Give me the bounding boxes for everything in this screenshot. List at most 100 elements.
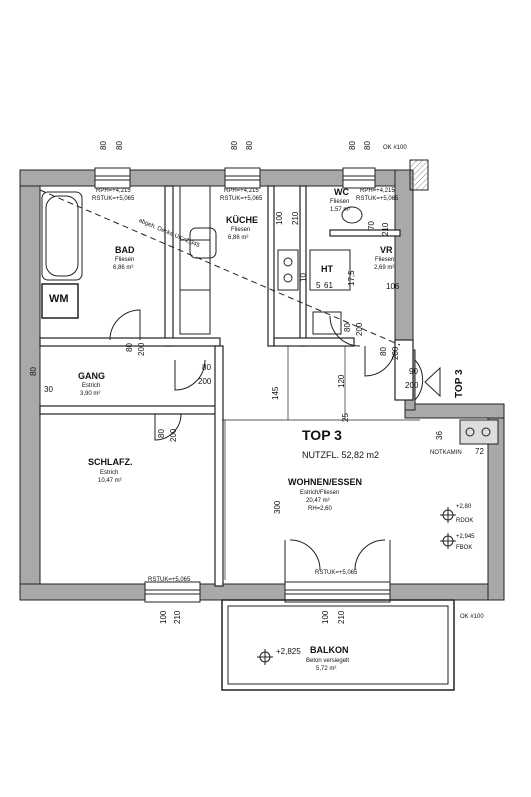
door-entry: [414, 359, 424, 401]
dim-top-80d: 80: [245, 141, 254, 150]
dim-schlaf-80: 80: [157, 429, 166, 438]
balcony-inner: [227, 605, 449, 685]
room-floor-vr: Fliesen: [375, 257, 395, 263]
ceiling-line: [39, 189, 401, 346]
room-area-bad: 6,86 m²: [113, 265, 134, 271]
dimension-lines: [222, 346, 420, 580]
windows: [94, 167, 391, 603]
window-wohnen: [284, 581, 391, 603]
room-area-schlafz: 10,47 m²: [98, 478, 122, 484]
room-name-gang: GANG: [78, 371, 105, 381]
apartment-area: NUTZFL. 52,82 m2: [302, 450, 380, 460]
wall-bad-kueche: [164, 185, 174, 347]
level-markers: [257, 507, 456, 665]
dim-top-80f: 80: [363, 141, 372, 150]
dim-wc-17-5: 17,5: [347, 270, 356, 286]
interior-walls: [39, 185, 414, 587]
room-area-wc: 1,57 m²: [330, 207, 351, 213]
wall-gang-schlaf: [39, 405, 221, 415]
dim-300: 300: [273, 500, 282, 514]
rstuk-kueche: RSTUK=+5,065: [220, 196, 263, 202]
dim-145: 145: [271, 386, 280, 400]
dim-top-80e: 80: [348, 141, 357, 150]
window-schlafz: [144, 581, 201, 603]
room-name-schlafz: SCHLAFZ.: [88, 457, 133, 467]
wall-bad-gang: [39, 337, 221, 347]
dim-vr-61: 61: [324, 281, 333, 290]
fbok-val: +2,945: [456, 534, 475, 540]
dim-wc-210: 210: [381, 222, 390, 236]
bathtub: [41, 191, 83, 281]
dim-gang-200: 200: [198, 377, 212, 386]
corner-hatch: [409, 159, 429, 191]
dim-vr-200: 200: [391, 346, 400, 360]
room-area-wohnen: 20,47 m²: [306, 498, 330, 504]
dim-bal-100a: 100: [159, 610, 168, 624]
door-schlaf: [154, 413, 182, 441]
apartment-name: TOP 3: [302, 427, 342, 443]
dim-bal-210b: 210: [337, 610, 346, 624]
entry-arrow: [424, 366, 441, 398]
dim-bad-80: 80: [125, 343, 134, 352]
dim-kue-10: 10: [299, 273, 308, 282]
toilet: [341, 206, 363, 224]
rph-kueche: RPH=+4,215: [224, 188, 259, 194]
ht-label: HT: [321, 264, 333, 274]
room-floor-balkon: Beton versiegelt: [306, 658, 350, 664]
top3-vertical: TOP 3: [454, 369, 465, 398]
room-area-balkon: 5,72 m²: [316, 666, 337, 672]
kitchen-counter: [179, 185, 211, 335]
dim-gang-80: 80: [202, 363, 211, 372]
wall-left: [19, 169, 41, 599]
wall-vr-right: [394, 339, 414, 401]
room-floor-wc: Fliesen: [330, 199, 350, 205]
wm-label: WM: [49, 293, 69, 305]
rph-wc: RPH=+4,215: [360, 188, 395, 194]
dim-vr-106: 106: [386, 282, 400, 291]
dim-bal-100b: 100: [321, 610, 330, 624]
wall-schlaf-wohnen: [214, 345, 224, 587]
room-floor-schlafz: Estrich: [100, 470, 119, 476]
bathtub-inner: [45, 195, 79, 277]
wall-kueche-bottom: [273, 337, 355, 347]
room-name-wc: WC: [334, 187, 349, 197]
dim-120: 120: [337, 374, 346, 388]
washing-machine: [41, 283, 79, 319]
window-wc: [342, 167, 376, 189]
dim-bad-200: 200: [137, 342, 146, 356]
dim-gang-30: 30: [44, 385, 53, 394]
room-area-kueche: 6,86 m²: [228, 235, 249, 241]
dim-bal-210a: 210: [173, 610, 182, 624]
rstuk-bad: RSTUK=+5,065: [92, 196, 135, 202]
dim-kue-210: 210: [291, 211, 300, 225]
rstuk-wc: RSTUK=+5,065: [356, 196, 399, 202]
dim-top-80a: 80: [99, 141, 108, 150]
room-floor-wohnen: Estrich/Fliesen: [300, 490, 340, 496]
room-name-vr: VR: [380, 245, 393, 255]
door-kueche: [329, 315, 361, 347]
vr-sink: [312, 311, 342, 335]
dim-vr-5: 5: [316, 281, 321, 290]
wall-ht-wc: [299, 185, 307, 347]
dim-25: 25: [341, 413, 350, 422]
notkamin-dim: 72: [475, 447, 484, 456]
bad-sink: [189, 227, 217, 259]
door-bad: [109, 309, 141, 341]
dim-vr-80: 80: [379, 347, 388, 356]
dim-eing-90: 90: [409, 367, 418, 376]
room-area-vr: 2,69 m²: [374, 265, 395, 271]
room-area-gang: 3,90 m²: [80, 391, 101, 397]
dim-schlaf-200: 200: [169, 428, 178, 442]
dim-eing-200: 200: [405, 381, 419, 390]
window-bad: [94, 167, 131, 189]
notkamin-label: NOTKAMIN: [430, 450, 462, 456]
fbok-label: FBOK: [456, 545, 473, 551]
ok-top: OK #100: [383, 145, 407, 151]
dim-k-200: 200: [355, 322, 364, 336]
rstuk-wohnen: RSTUK=+5,065: [315, 570, 358, 576]
balkon-level: +2,825: [276, 647, 301, 656]
balcony-outline: [221, 599, 455, 691]
doors: [109, 309, 424, 585]
room-name-bad: BAD: [115, 245, 135, 255]
